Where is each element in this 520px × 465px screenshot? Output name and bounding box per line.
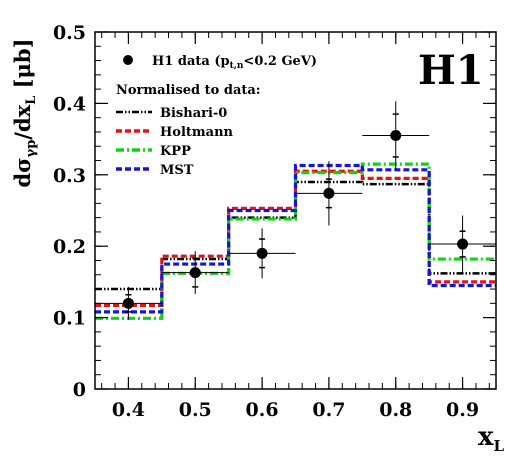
legend-label-data: H1 data (pt,n<0.2 GeV) — [152, 54, 317, 71]
legend-label-kpp: KPP — [160, 144, 191, 159]
y-tick-label: 0 — [73, 379, 86, 401]
x-tick-label: 0.9 — [446, 399, 479, 421]
y-axis-label: dσγp/dxL [μb] — [10, 38, 39, 187]
series-line-holtmann — [95, 169, 496, 308]
legend-marker-data — [123, 55, 133, 65]
data-point — [256, 247, 268, 259]
x-tick-label: 0.4 — [112, 399, 145, 421]
y-tick-label: 0.5 — [53, 22, 86, 44]
x-tick-label: 0.6 — [246, 399, 279, 421]
legend-label-bishari-0: Bishari-0 — [160, 106, 227, 121]
series-layer — [95, 162, 496, 320]
x-tick-label: 0.7 — [312, 399, 345, 421]
y-tick-label: 0.3 — [53, 165, 86, 187]
legend-heading: Normalised to data: — [116, 83, 261, 98]
data-point — [390, 130, 402, 142]
y-tick-label: 0.1 — [53, 308, 86, 330]
data-points-layer — [95, 101, 496, 320]
h1-brand-label: H1 — [418, 47, 484, 94]
legend-label-mst: MST — [160, 163, 194, 178]
data-point — [189, 267, 201, 279]
y-tick-label: 0.4 — [53, 93, 86, 115]
data-point — [457, 238, 469, 250]
plot-frame — [94, 31, 497, 390]
y-tick-label: 0.2 — [53, 236, 86, 258]
legend: H1 data (pt,n<0.2 GeV) Normalised to dat… — [116, 54, 317, 178]
x-axis-label: xL — [478, 422, 505, 455]
x-tick-label: 0.5 — [179, 399, 212, 421]
data-point — [122, 297, 134, 309]
x-tick-label: 0.8 — [379, 399, 412, 421]
series-line-mst — [95, 163, 496, 314]
legend-label-holtmann: Holtmann — [160, 125, 234, 140]
data-point — [323, 187, 335, 199]
axis-ticks: 0 0.1 0.2 0.3 0.4 0.5 0.4 0.5 0.6 0.7 0.8 0.9 — [53, 22, 496, 421]
